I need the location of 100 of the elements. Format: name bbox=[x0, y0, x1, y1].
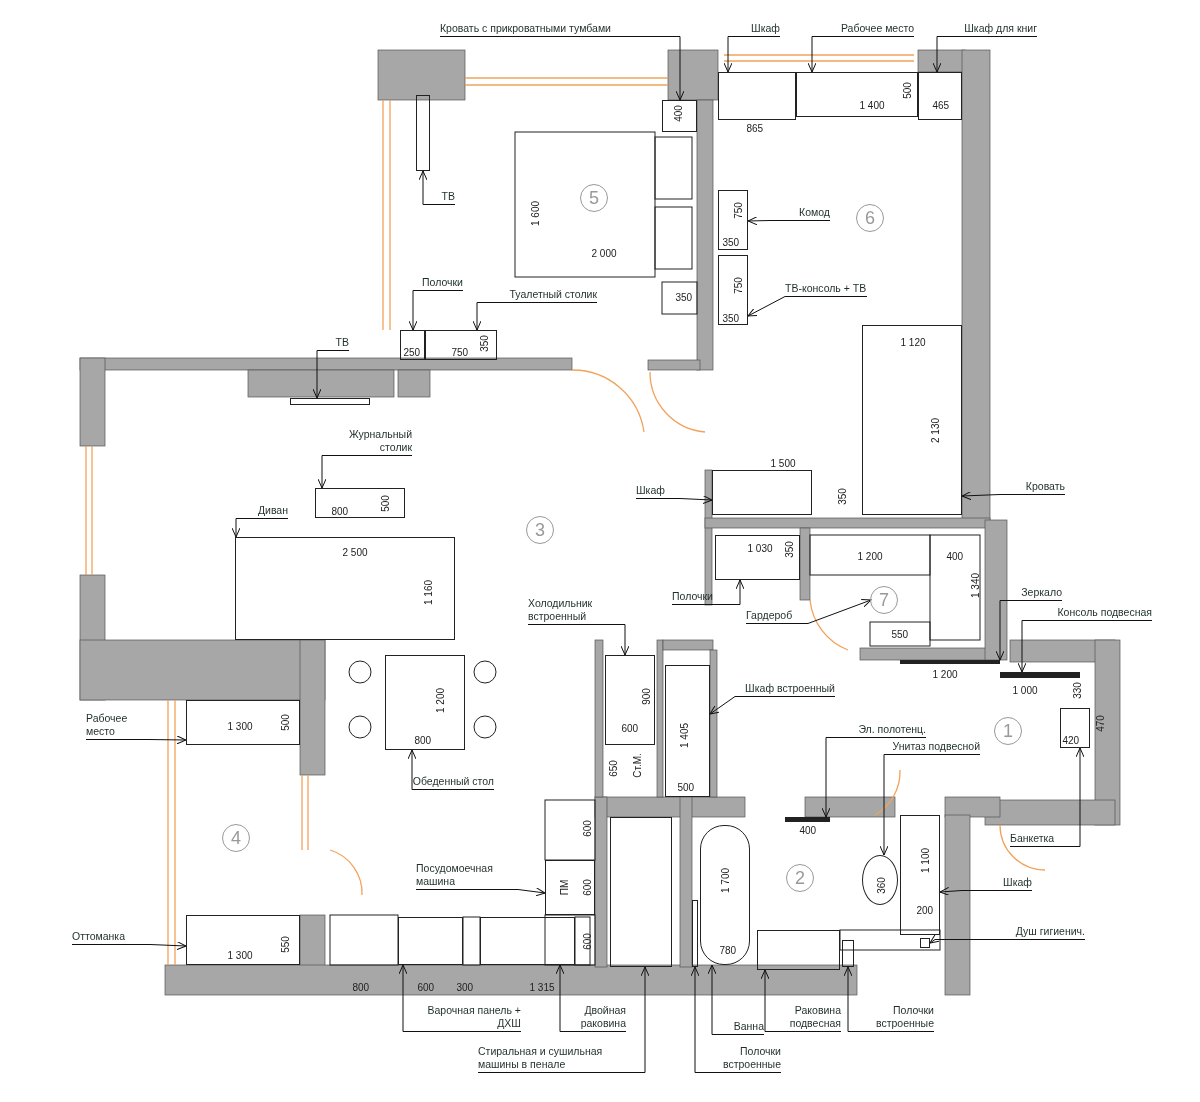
callout-label: Рабочее место bbox=[812, 22, 914, 37]
dimension-label: 420 bbox=[1062, 734, 1080, 746]
callout-label: Раковина подвесная bbox=[765, 1004, 841, 1032]
bathtub bbox=[700, 825, 750, 965]
dimension-label: 1 400 bbox=[859, 99, 885, 111]
callout-label: Оттоманка bbox=[72, 930, 150, 945]
cabinet bbox=[900, 815, 940, 935]
leader-line bbox=[735, 579, 745, 605]
dimension-label: 2 130 bbox=[929, 417, 941, 443]
leader-line bbox=[843, 966, 853, 1032]
dimension-label: 1 200 bbox=[434, 687, 446, 713]
callout-label: Ванна bbox=[712, 1020, 764, 1035]
hygienic-shower bbox=[920, 938, 930, 948]
leader-line bbox=[760, 969, 770, 1032]
dimension-label: 1 030 bbox=[747, 542, 773, 554]
dimension-label: 1 160 bbox=[422, 579, 434, 605]
dimension-label: 780 bbox=[719, 944, 737, 956]
dimension-label: 800 bbox=[331, 505, 349, 517]
leader-line bbox=[929, 934, 941, 944]
washer-dryer-column bbox=[610, 817, 672, 967]
dimension-label: 1 340 bbox=[969, 572, 981, 598]
leader-line bbox=[620, 624, 630, 656]
callout-label: Шкаф встроенный bbox=[735, 682, 835, 697]
dimension-label: 1 120 bbox=[900, 336, 926, 348]
leader-line bbox=[408, 290, 418, 331]
wardrobe bbox=[718, 72, 796, 120]
callout-label: Комод bbox=[770, 206, 830, 221]
leader-line bbox=[472, 302, 482, 331]
wash-basin bbox=[757, 930, 840, 970]
dimension-label: 550 bbox=[279, 935, 291, 953]
leader-line bbox=[821, 737, 831, 818]
dimension-label: 500 bbox=[901, 81, 913, 99]
callout-label: Консоль подвесная bbox=[1022, 606, 1152, 621]
leader-line bbox=[879, 754, 889, 856]
callout-label: Туалетный столик bbox=[477, 288, 597, 303]
bed bbox=[862, 325, 962, 515]
dimension-label: 350 bbox=[836, 487, 848, 505]
dimension-label: 200 bbox=[916, 904, 934, 916]
callout-label: Журнальный столик bbox=[322, 428, 412, 456]
callout-label: Гардероб bbox=[746, 609, 808, 624]
dimension-label: 1 200 bbox=[857, 550, 883, 562]
desk bbox=[796, 72, 918, 117]
dimension-label: 400 bbox=[799, 824, 817, 836]
dimension-label: 300 bbox=[456, 981, 474, 993]
tv-screen bbox=[416, 95, 430, 171]
leader-line bbox=[939, 886, 963, 896]
leader-line bbox=[231, 518, 241, 538]
dimension-label: 400 bbox=[946, 550, 964, 562]
leader-line bbox=[640, 966, 650, 1073]
dimension-label: 600 bbox=[581, 878, 593, 896]
callout-label: Варочная панель + ДХШ bbox=[403, 1004, 521, 1032]
dressing-table bbox=[425, 330, 497, 360]
sofa bbox=[235, 537, 455, 640]
tv-screen bbox=[290, 398, 370, 405]
dimension-label: 600 bbox=[417, 981, 435, 993]
leader-line bbox=[312, 350, 322, 399]
shelf bbox=[692, 900, 698, 967]
refrigerator bbox=[605, 655, 655, 745]
dimension-label: 350 bbox=[675, 291, 693, 303]
dimension-label: 350 bbox=[783, 540, 795, 558]
leader-line bbox=[317, 455, 327, 489]
dining-table bbox=[385, 655, 465, 750]
leader-line bbox=[932, 36, 942, 73]
callout-label: Шкаф bbox=[636, 484, 680, 499]
towel-rail bbox=[785, 817, 830, 822]
dimension-label: Ст.М. bbox=[631, 752, 643, 778]
dimension-label: 360 bbox=[875, 876, 887, 894]
tv-console bbox=[718, 255, 748, 325]
leader-line bbox=[995, 600, 1005, 661]
dimension-label: 250 bbox=[403, 346, 421, 358]
leader-line bbox=[149, 941, 187, 951]
callout-label: Кровать bbox=[1000, 480, 1065, 495]
dimension-label: 2 000 bbox=[591, 247, 617, 259]
dimension-label: 600 bbox=[621, 722, 639, 734]
wall-console bbox=[1000, 672, 1080, 678]
bedside-table bbox=[662, 100, 697, 132]
dimension-label: 1 315 bbox=[529, 981, 555, 993]
callout-label: Шкаф bbox=[962, 876, 1032, 891]
leader-line bbox=[723, 36, 733, 73]
callout-label: Кровать с прикроватными тумбами bbox=[440, 22, 680, 37]
callout-label: Рабочее место bbox=[86, 712, 148, 740]
dimension-label: 650 bbox=[607, 759, 619, 777]
dimension-label: 800 bbox=[352, 981, 370, 993]
leader-line bbox=[747, 296, 786, 317]
callout-label: ТВ bbox=[317, 336, 349, 351]
callout-label: Полочки bbox=[413, 276, 463, 291]
callout-label: Банкетка bbox=[1010, 832, 1080, 847]
ottoman bbox=[186, 915, 300, 965]
leader-line bbox=[807, 36, 817, 73]
built-in-wardrobe bbox=[665, 665, 710, 797]
callout-label: Унитаз подвесной bbox=[884, 740, 980, 755]
leader-line bbox=[679, 495, 713, 505]
shelf bbox=[842, 940, 854, 967]
shelf bbox=[715, 535, 800, 580]
leader-line bbox=[147, 735, 187, 745]
dimension-label: 1 100 bbox=[919, 847, 931, 873]
double-sink bbox=[480, 917, 575, 965]
dimension-label: 330 bbox=[1071, 681, 1083, 699]
dimension-label: 750 bbox=[451, 346, 469, 358]
callout-label: ТВ-консоль + ТВ bbox=[785, 282, 867, 297]
